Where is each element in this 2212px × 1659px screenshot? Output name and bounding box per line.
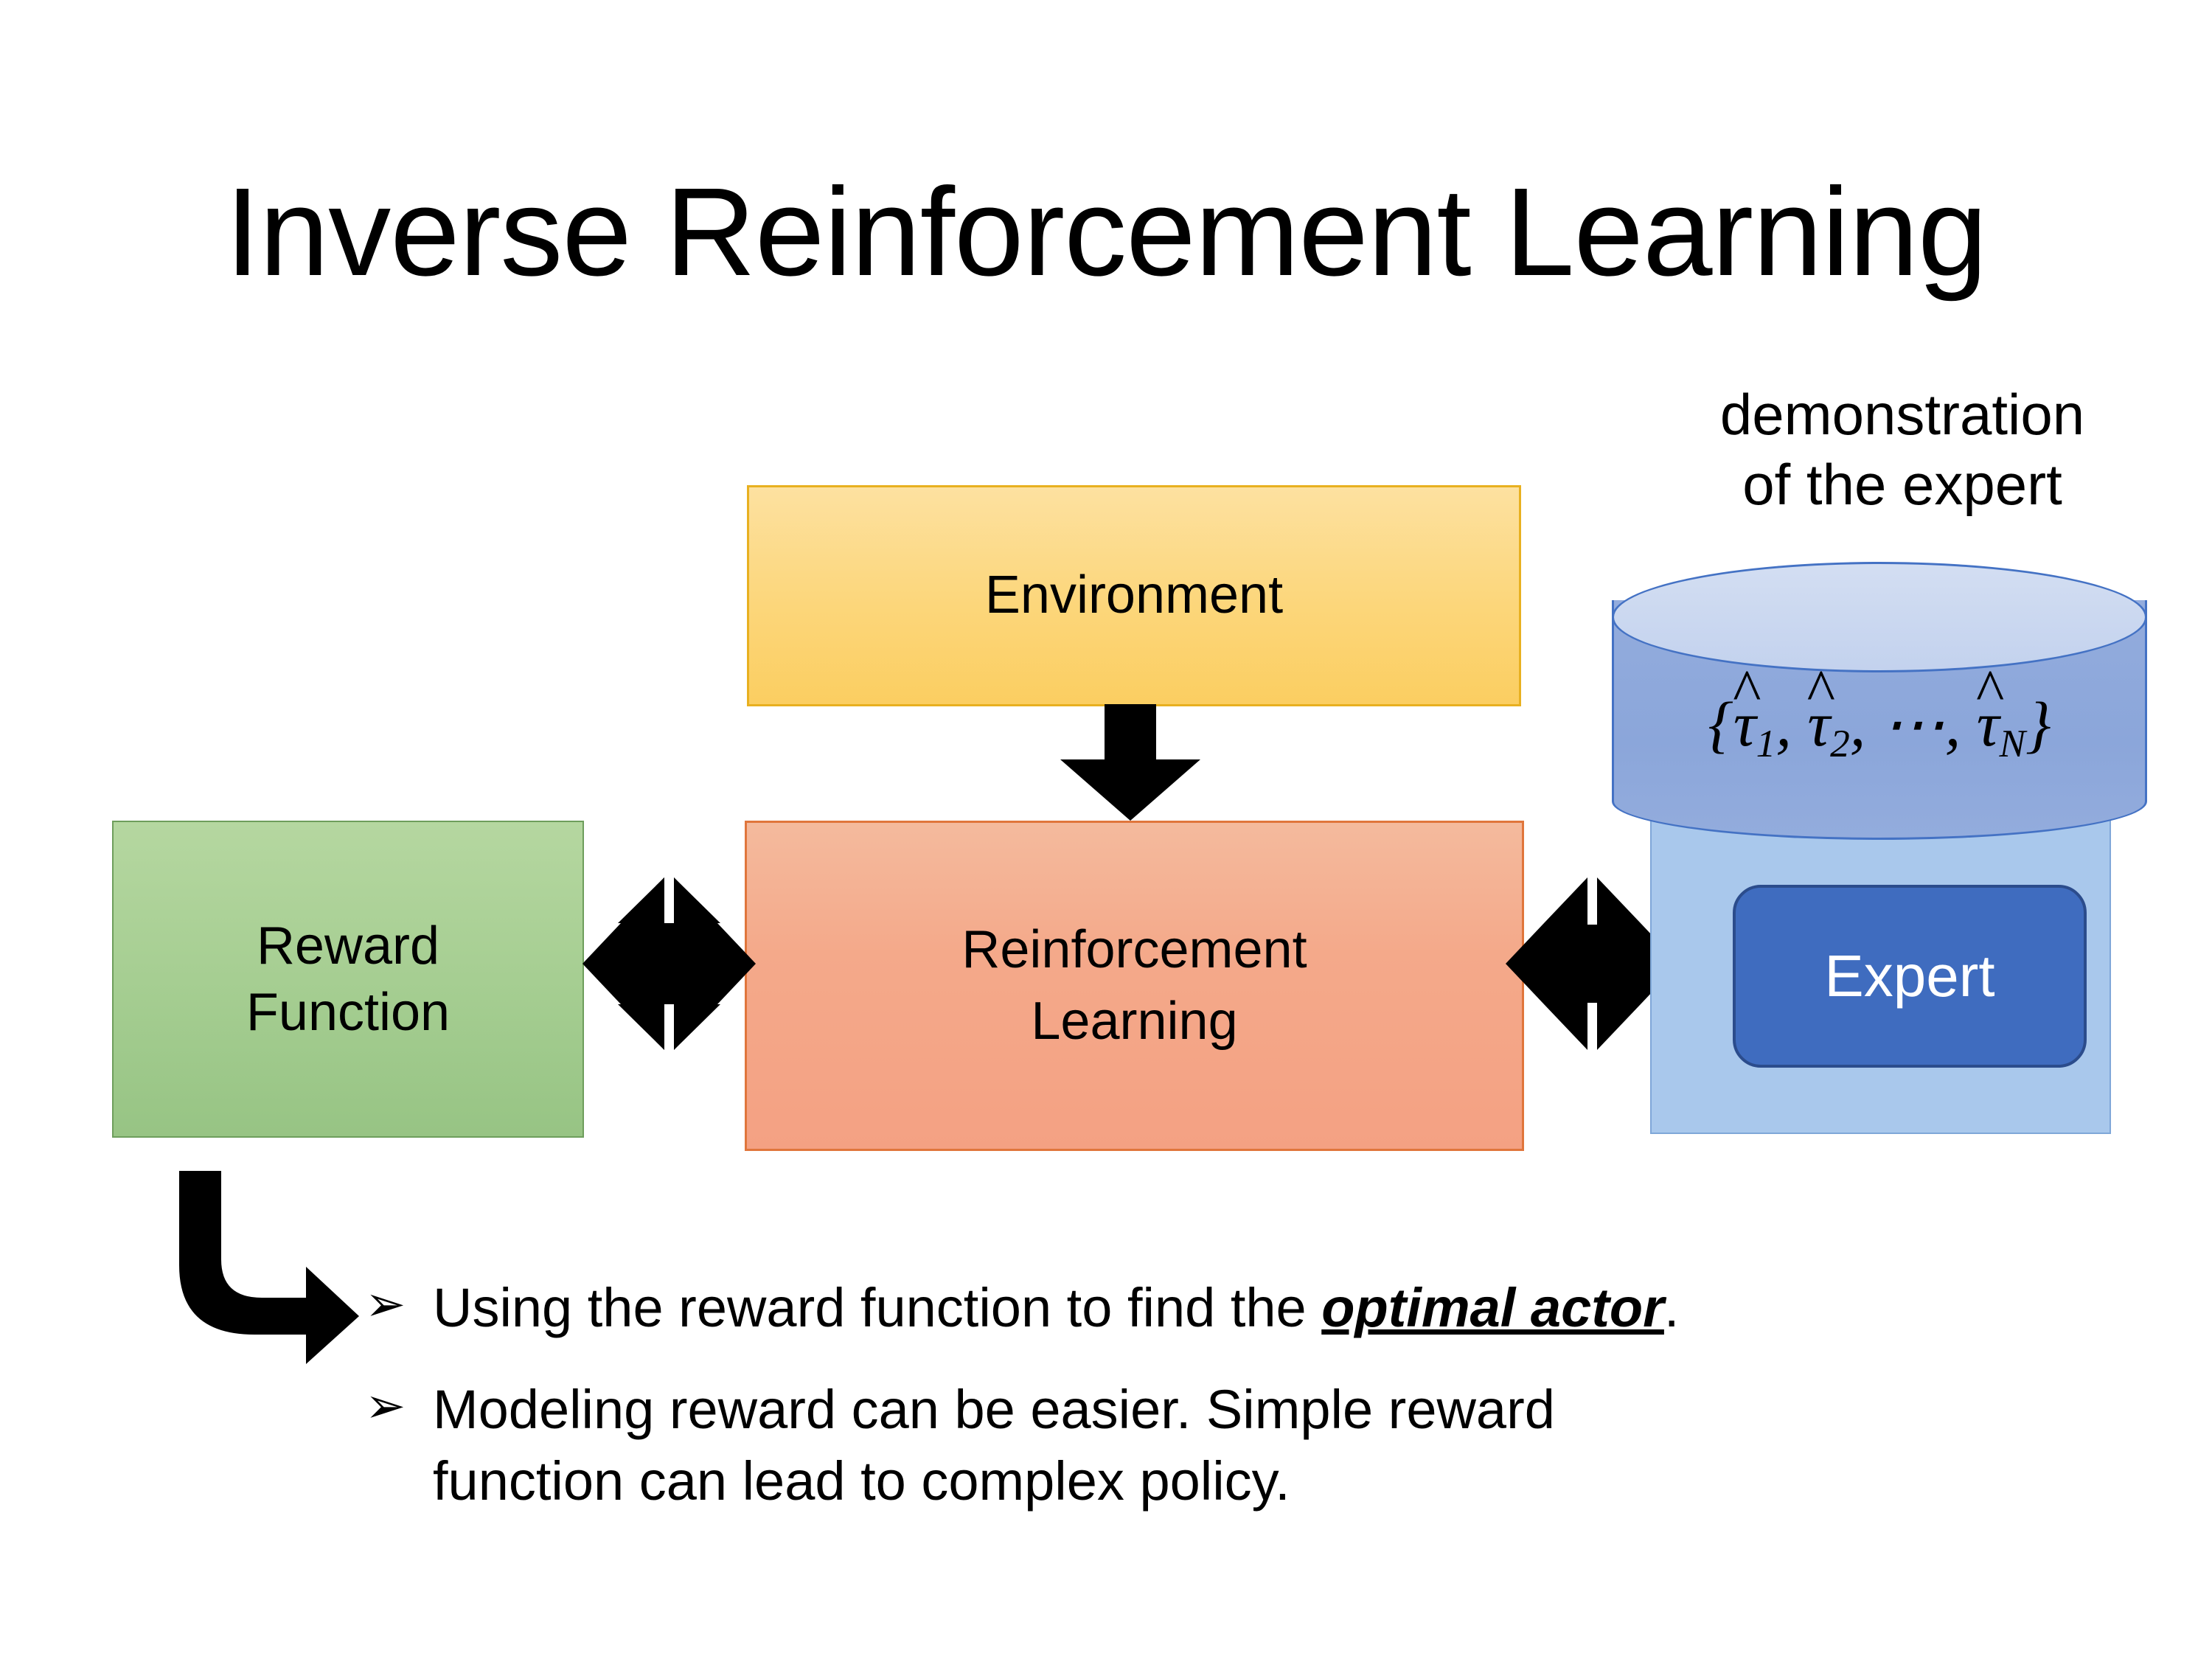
bullet-1-suffix: . (1663, 1277, 1680, 1338)
bullet-1-prefix: Using the reward function to find the (433, 1277, 1322, 1338)
brace-close: } (2025, 689, 2051, 759)
tau-hat-2: ^τ (1807, 657, 1835, 761)
demonstration-caption: demonstration of the expert (1644, 380, 2160, 520)
brace-open: { (1708, 689, 1733, 759)
comma-3: , (1944, 689, 1961, 759)
comma-1: , (1775, 689, 1792, 759)
subscript-1: 1 (1756, 720, 1776, 765)
down-arrow-icon (1046, 704, 1215, 822)
list-item: ➢ Using the reward function to find the … (365, 1272, 2061, 1344)
trajectory-set-label: {^τ1, ^τ2, ⋯, ^τN} (1612, 657, 2147, 766)
hat-accent-2: ^ (1806, 656, 1835, 724)
reinforcement-learning-label: Reinforcement Learning (961, 914, 1307, 1057)
elbow-arrow-icon (166, 1171, 409, 1407)
tau-glyph-2: τ (1807, 689, 1831, 759)
subscript-n: N (1999, 720, 2026, 765)
cylinder-top-ellipse (1612, 562, 2147, 672)
environment-label: Environment (984, 566, 1284, 625)
hat-accent-1: ^ (1733, 656, 1761, 724)
tau-glyph-1: τ (1733, 689, 1756, 759)
tau-hat-n: ^τ (1976, 657, 2004, 761)
demonstration-cylinder-icon: {^τ1, ^τ2, ⋯, ^τN} (1612, 562, 2147, 842)
bullet-marker-icon: ➢ (365, 1276, 406, 1331)
four-way-arrow-icon-right (1506, 872, 1679, 1056)
bullet-1-emphasis: optimal actor (1321, 1277, 1664, 1338)
bullet-2-line1: Modeling reward can be easier. Simple re… (433, 1378, 1555, 1440)
comma-2: , (1849, 689, 1866, 759)
reward-function-box: Reward Function (112, 821, 584, 1138)
demonstration-caption-line1: demonstration (1719, 382, 2085, 447)
reward-function-label-line2: Function (246, 983, 451, 1042)
reinforcement-learning-label-line2: Learning (1031, 992, 1238, 1051)
tau-glyph-n: τ (1976, 689, 2000, 759)
hat-accent-n: ^ (1976, 656, 2005, 724)
four-way-arrow-icon-left (582, 872, 756, 1056)
reward-function-label: Reward Function (246, 913, 450, 1046)
subscript-2: 2 (1830, 720, 1850, 765)
expert-label: Expert (1824, 943, 1995, 1009)
bullet-marker-icon: ➢ (365, 1377, 406, 1433)
expert-box: Expert (1733, 885, 2087, 1068)
tau-hat-1: ^τ (1733, 657, 1761, 761)
page-title: Inverse Reinforcement Learning (225, 162, 1987, 302)
reinforcement-learning-label-line1: Reinforcement (961, 919, 1307, 979)
bullet-list: ➢ Using the reward function to find the … (365, 1272, 2061, 1547)
reinforcement-learning-box: Reinforcement Learning (745, 821, 1524, 1151)
list-item: ➢ Modeling reward can be easier. Simple … (365, 1374, 2061, 1517)
bullet-2-line2: function can lead to complex policy. (433, 1450, 1290, 1512)
ellipsis-glyph: ⋯ (1881, 689, 1945, 759)
environment-box: Environment (747, 485, 1521, 706)
reward-function-label-line1: Reward (256, 917, 440, 975)
demonstration-caption-line2: of the expert (1742, 452, 2062, 518)
